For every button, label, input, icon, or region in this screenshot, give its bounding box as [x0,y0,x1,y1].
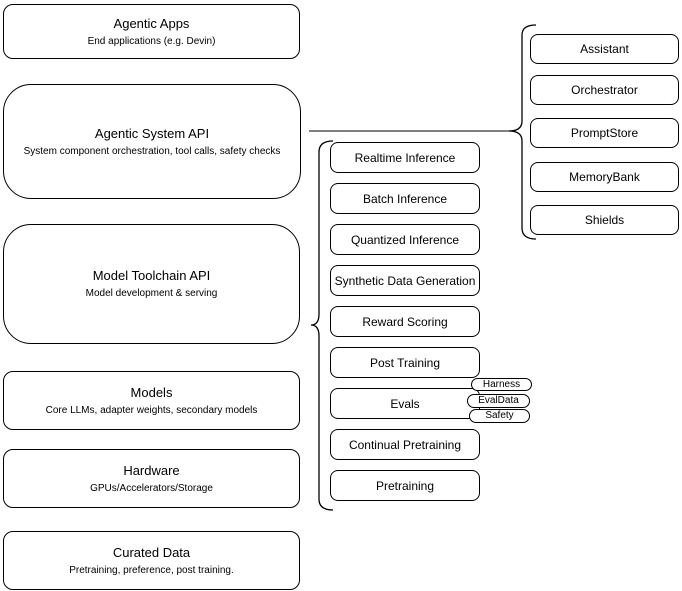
node-synthetic-data-generation: Synthetic Data Generation [330,265,480,296]
node-subtitle: End applications (e.g. Devin) [87,35,216,47]
node-pretraining: Pretraining [330,470,480,501]
node-agentic-apps: Agentic Apps End applications (e.g. Devi… [3,4,300,59]
node-subtitle: GPUs/Accelerators/Storage [90,482,213,494]
node-orchestrator: Orchestrator [530,75,679,105]
toolchain-brace [310,140,334,511]
node-models: Models Core LLMs, adapter weights, secon… [3,371,300,430]
node-post-training: Post Training [330,347,480,378]
node-title: Agentic System API [94,125,210,141]
node-title: Curated Data [112,544,191,560]
node-title: Hardware [123,462,180,478]
node-title: Agentic Apps [113,15,190,31]
node-subtitle: Pretraining, preference, post training. [69,564,234,576]
node-quantized-inference: Quantized Inference [330,224,480,255]
tag-evaldata: EvalData [467,394,530,408]
node-hardware: Hardware GPUs/Accelerators/Storage [3,449,300,508]
node-title: Models [130,384,173,400]
node-shields: Shields [530,205,679,235]
tag-harness: Harness [471,378,532,391]
node-assistant: Assistant [530,34,679,64]
node-subtitle: Model development & serving [85,288,218,299]
node-evals: Evals [330,388,480,419]
system-components-brace [508,24,537,240]
node-realtime-inference: Realtime Inference [330,142,480,173]
node-title: Model Toolchain API [92,268,211,283]
node-agentic-system-api: Agentic System API System component orch… [3,84,301,199]
tag-safety: Safety [469,409,530,423]
node-promptstore: PromptStore [530,118,679,148]
node-batch-inference: Batch Inference [330,183,480,214]
node-subtitle: System component orchestration, tool cal… [23,145,281,157]
node-memorybank: MemoryBank [530,162,679,192]
node-subtitle: Core LLMs, adapter weights, secondary mo… [45,404,258,416]
node-reward-scoring: Reward Scoring [330,306,480,337]
node-continual-pretraining: Continual Pretraining [330,429,480,460]
node-curated-data: Curated Data Pretraining, preference, po… [3,531,300,590]
node-model-toolchain-api: Model Toolchain API Model development & … [3,224,300,344]
